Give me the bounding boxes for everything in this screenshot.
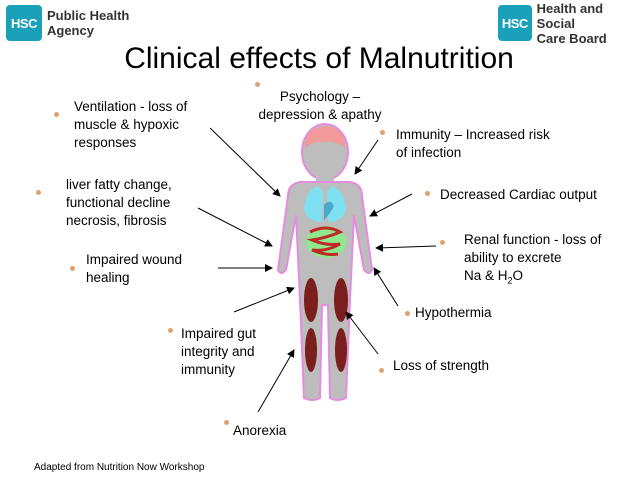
label-psychology: Psychology – depression & apathy	[258, 89, 382, 122]
label-renal: Renal function - loss of ability to excr…	[464, 231, 601, 290]
intestine-shape	[306, 226, 344, 256]
arrow-hypothermia	[373, 267, 399, 307]
bullet-dot	[405, 311, 410, 316]
bullet-dot	[440, 240, 445, 245]
arrow-ventilation	[209, 127, 281, 197]
label-strength: Loss of strength	[393, 358, 490, 373]
bullet-dot	[70, 266, 75, 271]
label-liver: liver fatty change, functional decline n…	[66, 177, 172, 228]
label-gut: Impaired gut integrity and immunity	[181, 326, 257, 377]
bullet-dot	[224, 420, 229, 425]
thigh-muscle-right	[334, 278, 348, 322]
brain-shape	[304, 126, 346, 148]
calf-muscle-right	[335, 328, 347, 372]
hsc-care-board-logo: HSC Health and Social Care Board	[498, 1, 638, 46]
left-lung-shape	[304, 186, 323, 222]
label-hypothermia: Hypothermia	[415, 305, 492, 320]
source-credit: Adapted from Nutrition Now Workshop	[34, 462, 205, 473]
label-cardiac: Decreased Cardiac output	[440, 187, 597, 202]
label-anorexia: Anorexia	[233, 423, 287, 438]
logo-text: Public Health Agency	[47, 8, 130, 38]
arrow-renal	[375, 243, 437, 252]
arrow-gut	[233, 286, 295, 313]
hsc-logo-badge: HSC	[498, 5, 532, 41]
label-ventilation: Ventilation - loss of muscle & hypoxic r…	[74, 99, 188, 150]
arrow-liver	[197, 207, 273, 247]
hsc-logo-badge: HSC	[6, 5, 42, 41]
arrow-strength	[345, 311, 379, 355]
calf-muscle-left	[305, 328, 317, 372]
bullet-dot	[36, 190, 41, 195]
renal-formula: Na & H2O	[464, 268, 524, 286]
bullet-dot	[168, 328, 173, 333]
hsc-public-health-logo: HSC Public Health Agency	[6, 5, 129, 41]
logo-text: Health and Social Care Board	[536, 0, 607, 46]
bullet-dot	[54, 112, 59, 117]
thigh-muscle-left	[304, 278, 318, 322]
arrow-anorexia	[257, 349, 295, 413]
arrow-immunity	[354, 139, 379, 175]
right-lung-shape	[327, 186, 346, 222]
label-immunity: Immunity – Increased risk of infection	[396, 127, 550, 160]
label-wound: Impaired wound healing	[86, 252, 183, 285]
heart-shape	[324, 201, 334, 220]
page-title: Clinical effects of Malnutrition	[124, 42, 514, 75]
arrow-cardiac	[369, 193, 413, 217]
bullet-dot	[425, 191, 430, 196]
bullet-dot	[255, 82, 260, 87]
bullet-dot	[379, 368, 384, 373]
body-outline	[276, 181, 374, 401]
bullet-dot	[380, 130, 385, 135]
